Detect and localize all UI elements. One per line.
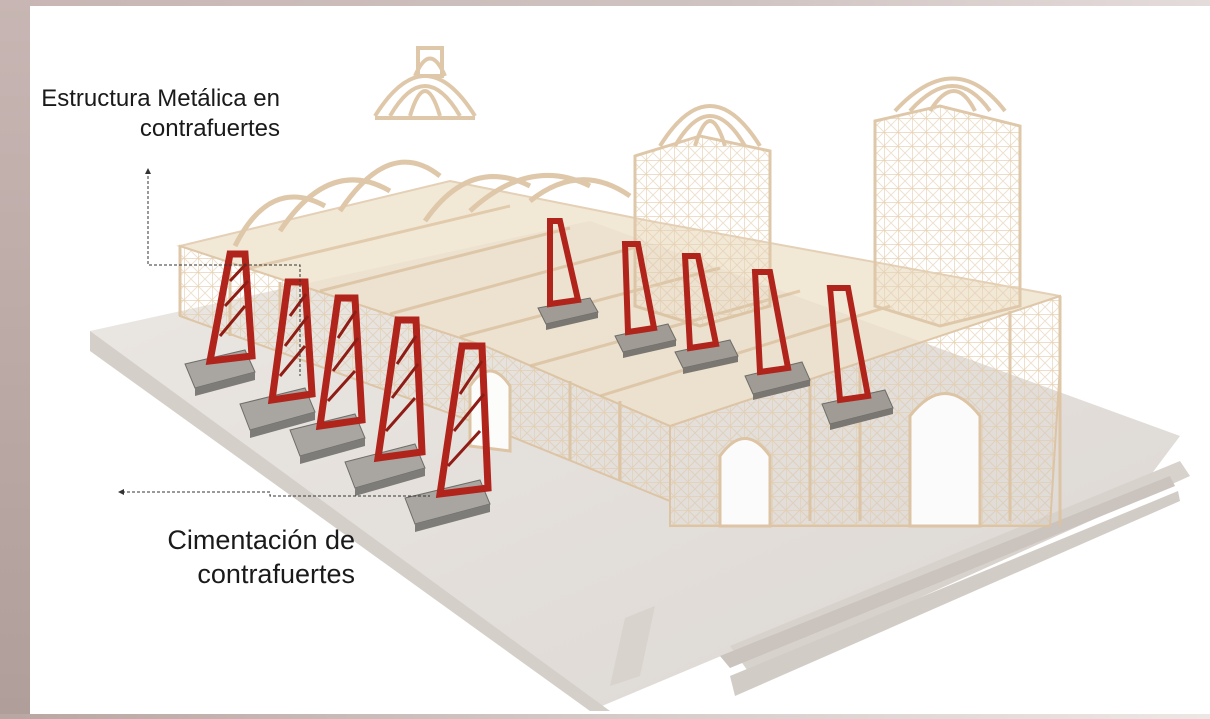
- buttress-back-2: [614, 241, 677, 358]
- foundation-label-line2: contrafuertes: [197, 558, 355, 589]
- buttress-back-1: [537, 218, 599, 330]
- buttress-back-4: [744, 269, 811, 400]
- buttress-front-2: [239, 278, 316, 438]
- buttress-back-3: [674, 253, 739, 374]
- metal-structure-label-line1: Estructura Metálica en: [41, 85, 280, 112]
- buttress-back-5: [821, 285, 894, 430]
- building-model-illustration: [90, 46, 1190, 711]
- arrow-head-icon: [145, 168, 151, 174]
- metal-structure-label-line2: contrafuertes: [139, 115, 280, 142]
- steel-buttresses: [184, 218, 894, 532]
- buttress-front-1: [184, 250, 256, 396]
- frame-border-top: [0, 0, 1210, 6]
- annotation-leader-metal: [147, 176, 301, 376]
- foundation-label: Cimentación de contrafuertes: [167, 524, 355, 592]
- buttress-front-3: [289, 294, 366, 464]
- buttress-front-4: [344, 316, 426, 496]
- arrow-head-icon: [118, 489, 124, 495]
- foundation-label-line1: Cimentación de: [167, 525, 355, 555]
- frame-border-left: [0, 0, 30, 719]
- frame-border-bottom: [0, 714, 1210, 719]
- buttress-front-5: [404, 342, 492, 532]
- metal-structure-label: Estructura Metálica en contrafuertes: [41, 84, 280, 144]
- annotation-leader-foundation: [122, 491, 430, 497]
